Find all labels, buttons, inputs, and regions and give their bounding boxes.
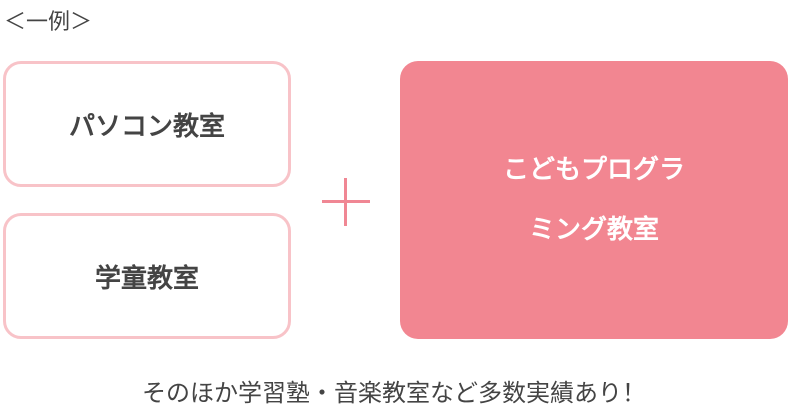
- programming-school-box: こどもプログラ ミング教室: [400, 61, 788, 339]
- after-school-box: 学童教室: [3, 213, 291, 339]
- footer-note: そのほか学習塾・音楽教室など多数実績あり！: [142, 379, 646, 407]
- after-school-label: 学童教室: [94, 263, 199, 294]
- programming-line1: こどもプログラ: [502, 155, 685, 185]
- example-label: ＜一例＞: [4, 10, 93, 35]
- pc-school-box: パソコン教室: [3, 61, 291, 187]
- pc-school-label: パソコン教室: [68, 111, 225, 142]
- programming-line2: ミング教室: [528, 215, 659, 245]
- plus-icon: [322, 178, 370, 226]
